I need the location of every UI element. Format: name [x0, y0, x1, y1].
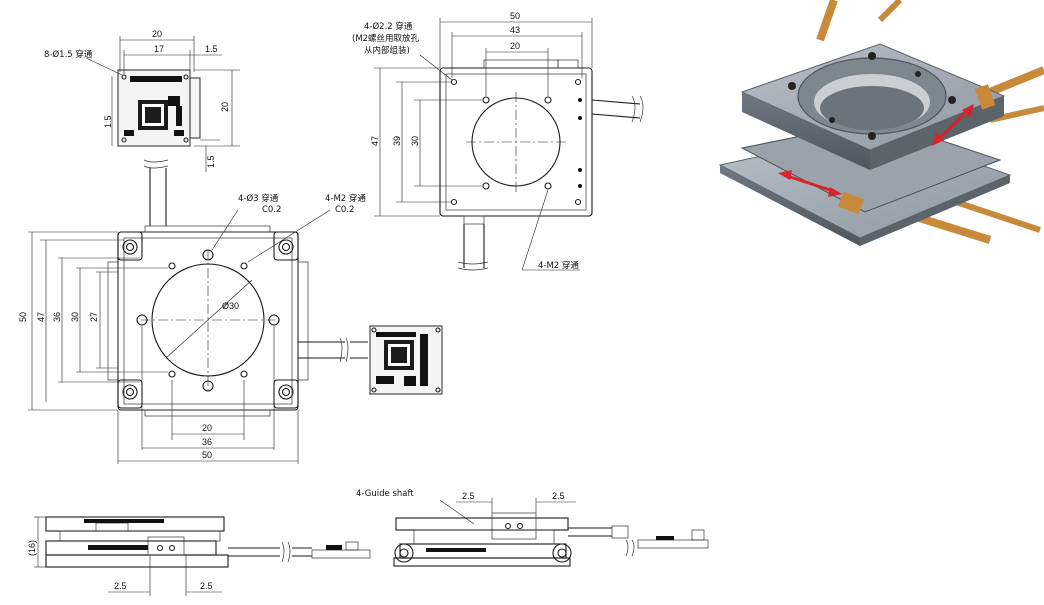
product-photo — [700, 0, 1044, 258]
guide-shaft-note: 4-Guide shaft — [356, 489, 414, 499]
dim-w20: 20 — [202, 423, 212, 433]
bv-dim-h39: 39 — [392, 136, 402, 146]
pcb-dim-w17: 17 — [154, 44, 164, 54]
horizontal-dims: 20 36 50 — [117, 326, 299, 464]
side-view-left: (16) 2.5 2.5 — [27, 516, 371, 596]
chamfer-a-note: C0.2 — [262, 205, 281, 215]
side-right-offset-a: 2.5 — [462, 491, 475, 501]
top-pcb: 20 17 1.5 20 1.5 1.5 8-Ø1.5 穿通 — [44, 29, 240, 172]
dim-w50: 50 — [202, 450, 212, 460]
bv-note-line3: 从内部组装) — [364, 45, 410, 56]
bottom-view: 50 43 20 47 39 30 4-Ø2.2 穿通 (M2螺丝用取放孔 从内… — [352, 11, 644, 271]
dim-w36: 36 — [202, 437, 212, 447]
side-left-offset-a: 2.5 — [114, 581, 127, 591]
pcb-holes-note-text: 8-Ø1.5 穿通 — [44, 49, 93, 60]
pcb-dim-h20: 20 — [220, 102, 230, 112]
pcb-dim-w20: 20 — [152, 29, 162, 39]
aperture-label: Ø30 — [222, 301, 239, 311]
side-pcb — [369, 325, 443, 395]
side-left-offset-b: 2.5 — [200, 581, 213, 591]
bv-note-line2: (M2螺丝用取放孔 — [352, 33, 420, 44]
bv-dim-h47: 47 — [370, 136, 380, 146]
dim-h30: 30 — [70, 312, 80, 322]
side-left-height: (16) — [27, 540, 37, 556]
m2-thru-note: 4-M2 穿通 — [325, 193, 366, 204]
bv-note-line1: 4-Ø2.2 穿通 — [364, 21, 413, 32]
bv-dim-w50: 50 — [510, 11, 520, 21]
pcb-dim-h1-5-left: 1.5 — [103, 115, 113, 128]
bv-m2-note: 4-M2 穿通 — [538, 260, 579, 271]
pcb-dim-h1-5-bottom: 1.5 — [206, 155, 216, 168]
chamfer-b-note: C0.2 — [335, 205, 354, 215]
vertical-dims: 50 47 36 30 27 — [18, 231, 168, 411]
pcb-dim-w1-5: 1.5 — [205, 44, 218, 54]
dim-h50: 50 — [18, 312, 28, 322]
dim-h47: 47 — [36, 312, 46, 322]
dim-h36: 36 — [52, 312, 62, 322]
top-view: Ø30 4-Ø3 穿通 C0.2 4-M2 穿通 C0.2 — [18, 159, 368, 464]
dim-h27: 27 — [89, 312, 99, 322]
holes-3-note: 4-Ø3 穿通 — [238, 193, 279, 204]
bv-dim-w20: 20 — [510, 41, 520, 51]
side-view-right: 4-Guide shaft 2.5 2.5 — [356, 489, 709, 567]
bv-dim-w43: 43 — [510, 25, 520, 35]
mounting-holes — [136, 249, 280, 392]
bv-dim-h30: 30 — [410, 136, 420, 146]
side-right-offset-b: 2.5 — [552, 491, 565, 501]
